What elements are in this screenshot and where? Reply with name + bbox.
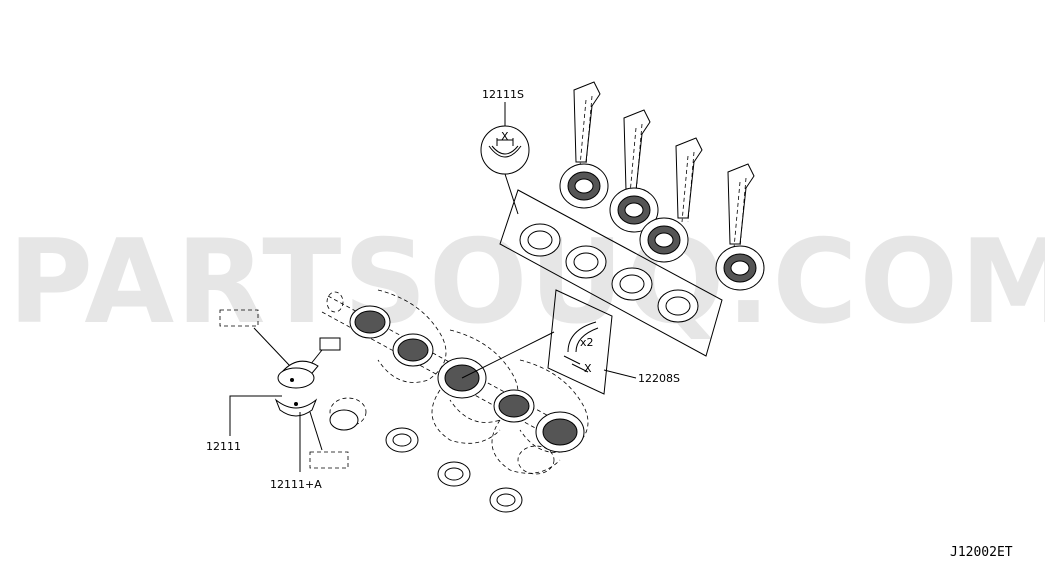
conrod-bearing-small-box <box>319 337 341 351</box>
diagram-code: J12002ET <box>950 545 1013 560</box>
callout-12111s-label[interactable]: 12111S <box>482 88 524 101</box>
conrod-bearing-leader-top <box>253 327 291 367</box>
detail-circle-leader <box>504 173 519 215</box>
main-bearing-detail-box[interactable]: x2 X <box>547 289 613 395</box>
callout-12111-label[interactable]: 12111 <box>206 440 241 453</box>
conrod-bearing-leader-bottom <box>309 411 323 451</box>
bearing-shell <box>519 223 699 323</box>
detail-x-mark: X <box>501 130 509 143</box>
crankshaft-journal-gears <box>349 305 585 453</box>
connecting-rod-4[interactable] <box>715 163 765 291</box>
connecting-rod-2[interactable] <box>609 109 659 233</box>
callout-12208s-label[interactable]: 12208S <box>638 372 680 385</box>
qty-mark: x2 <box>580 336 594 349</box>
conrod-bearing-blank-box-top <box>219 309 259 327</box>
conrod-bearing-halves[interactable] <box>274 360 319 417</box>
conrod-bearing-blank-box-bottom <box>309 451 349 469</box>
callout-12111a-label[interactable]: 12111+A <box>270 478 322 491</box>
connecting-rod-3[interactable] <box>639 137 703 263</box>
conrod-bearing-shell-panel[interactable] <box>499 189 723 357</box>
bearing-detail-circle: X <box>480 125 530 175</box>
main-bearing-shells[interactable] <box>329 397 555 513</box>
callout-12111-leader <box>229 395 282 436</box>
journal-leader <box>461 331 555 379</box>
side-x-mark: X <box>584 362 592 375</box>
connecting-rod-1[interactable] <box>559 81 609 209</box>
callout-12208s-leader <box>603 369 637 379</box>
